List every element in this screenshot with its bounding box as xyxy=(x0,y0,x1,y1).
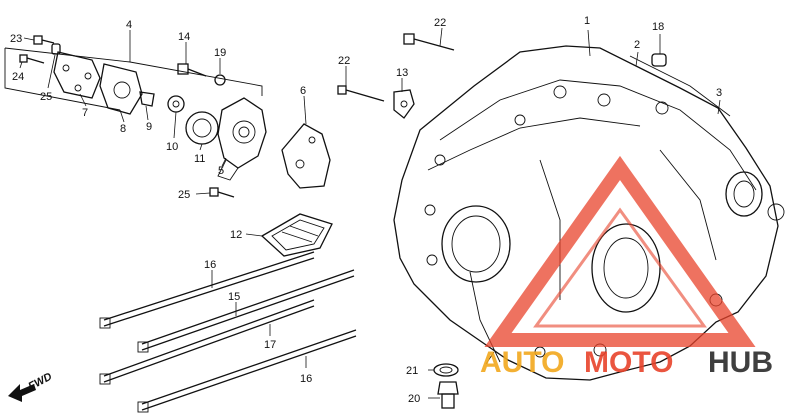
callout-21: 25 xyxy=(178,189,190,201)
bolt-19 xyxy=(23,35,55,45)
callout-15-upper: 15 xyxy=(228,291,240,303)
cover-6 xyxy=(281,95,331,189)
callout-3: 3 xyxy=(716,87,722,99)
callout-12: 12 xyxy=(230,229,242,241)
watermark-moto: MOTO xyxy=(584,346,673,379)
callout-23: 21 xyxy=(406,365,418,377)
callout-22-upper: 22 xyxy=(434,17,446,29)
stud-15-upper xyxy=(137,269,355,353)
inner-rotor-10 xyxy=(167,95,185,139)
stud-16-lower xyxy=(99,299,315,385)
drain-bolt-18 xyxy=(428,381,459,409)
pump-body-5 xyxy=(217,97,267,181)
callout-16-lower: 17 xyxy=(264,339,276,351)
callout-1: 1 xyxy=(584,15,590,27)
fwd-arrow xyxy=(8,384,36,402)
callout-19: 23 xyxy=(10,33,22,45)
callout-25-upper: 18 xyxy=(652,21,664,33)
watermark-logo: AUTO MOTO HUB xyxy=(480,155,773,379)
bracket-13 xyxy=(393,78,415,119)
bolt-20 xyxy=(19,54,45,69)
oil-strainer-12 xyxy=(245,213,333,257)
bolt-22-lower xyxy=(337,66,385,102)
pump-cover-7 xyxy=(53,51,101,107)
bolt-14 xyxy=(177,42,207,77)
callout-16-upper: 16 xyxy=(204,259,216,271)
bolt-22-upper xyxy=(403,27,455,51)
gasket-8 xyxy=(99,63,143,123)
watermark-hub: HUB xyxy=(708,346,773,379)
outer-rotor-11 xyxy=(185,111,219,151)
bolt-21 xyxy=(195,187,235,198)
callout-9: 9 xyxy=(146,121,152,133)
callout-5: 5 xyxy=(218,165,224,177)
callout-22-lower: 22 xyxy=(338,55,350,67)
callout-13: 13 xyxy=(396,67,408,79)
dowel-25-upper xyxy=(651,34,667,67)
callout-7: 7 xyxy=(82,107,88,119)
callout-20: 24 xyxy=(12,71,24,83)
callout-18: 20 xyxy=(408,393,420,405)
callout-17: 19 xyxy=(214,47,226,59)
watermark-triangle xyxy=(484,155,756,347)
callout-24: 25 xyxy=(40,91,52,103)
callout-11: 11 xyxy=(194,153,205,165)
stud-15-lower xyxy=(137,329,357,413)
stud-16-upper xyxy=(99,251,315,329)
oil-pump-panel xyxy=(4,30,263,111)
dowel-25-lower xyxy=(485,351,495,365)
gasket-2 xyxy=(629,51,731,117)
callout-6: 6 xyxy=(300,85,306,97)
washer-17 xyxy=(214,58,226,86)
callout-2: 2 xyxy=(634,39,640,51)
callout-10: 10 xyxy=(166,141,178,153)
callout-15-lower: 16 xyxy=(300,373,312,385)
callout-14: 14 xyxy=(178,31,190,43)
washer-23 xyxy=(428,363,459,377)
callout-8: 8 xyxy=(120,123,126,135)
dowel-24 xyxy=(47,43,61,89)
callout-4: 4 xyxy=(126,19,132,31)
pin-9 xyxy=(139,91,155,121)
studs-group xyxy=(99,251,357,413)
watermark-auto: AUTO xyxy=(480,346,564,379)
fwd-label: FWD xyxy=(26,371,54,393)
